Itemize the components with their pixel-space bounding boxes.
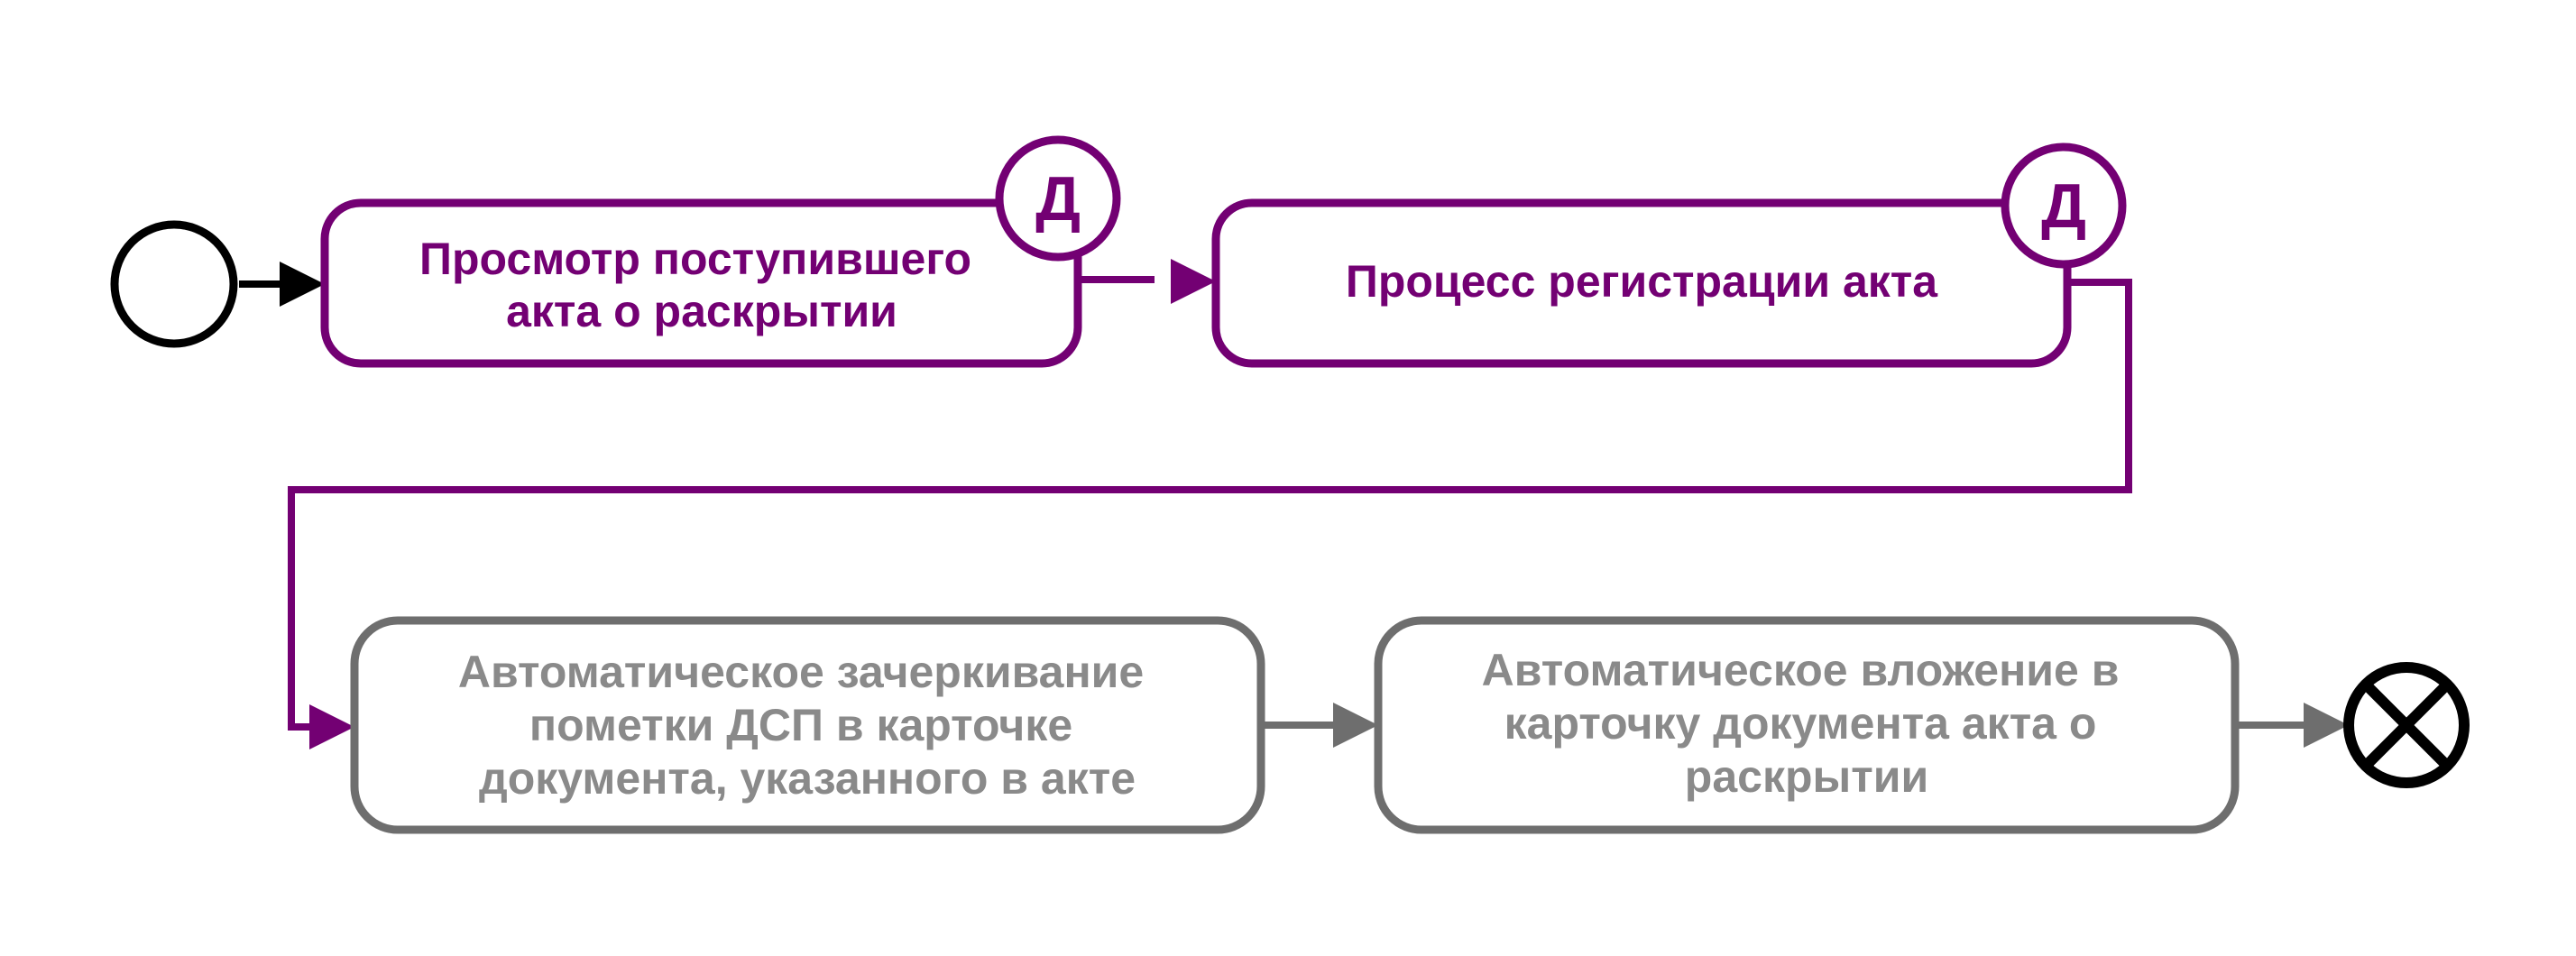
task-box (1211, 198, 2072, 368)
task-label: Автоматическое вложение в карточку докум… (1482, 645, 2132, 802)
flow-arrowhead-5 (2304, 703, 2349, 748)
connectors (239, 259, 2349, 749)
flow-task2-to-task3 (288, 279, 2132, 731)
task-register-act[interactable]: Процесс регистрации акта Д (1211, 142, 2127, 368)
task-label: Процесс регистрации акта (1346, 256, 1938, 307)
task-label: Автоматическое зачеркивание пометки ДСП … (458, 647, 1156, 804)
d-badge-icon: Д (2041, 170, 2086, 241)
cross-circle-icon (2360, 679, 2452, 771)
flow-arrowhead-4 (1333, 703, 1378, 748)
task-auto-strike-dsp-mark[interactable]: Автоматическое зачеркивание пометки ДСП … (350, 616, 1265, 834)
task-auto-attach-act[interactable]: Автоматическое вложение в карточку докум… (1374, 616, 2240, 834)
task-box (320, 198, 1082, 368)
task-box (350, 616, 1265, 834)
start-event[interactable] (110, 220, 238, 348)
badge-circle (995, 135, 1121, 262)
task-label: Просмотр поступившего акта о раскрытии (419, 234, 984, 336)
flow-arrowhead-1 (280, 262, 325, 307)
flow-arrowhead-2 (1171, 259, 1216, 304)
d-badge-icon: Д (1035, 163, 1081, 234)
task-box (1374, 616, 2240, 834)
flow-arrowhead-3 (309, 704, 354, 749)
task-view-disclosure-act[interactable]: Просмотр поступившего акта о раскрытии Д (320, 135, 1121, 368)
badge-circle (2001, 142, 2127, 269)
end-event[interactable] (2343, 662, 2470, 788)
